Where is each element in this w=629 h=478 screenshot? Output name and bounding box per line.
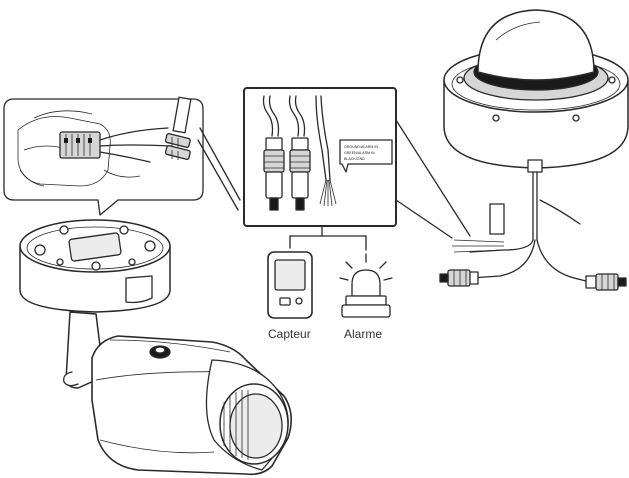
cable-detail-panel: GROUND/ALARM IN GREEN/ALARM IN BLACK/GND (243, 87, 397, 227)
alarm-wire-bundle (315, 95, 337, 207)
junction-detail-callout (3, 96, 204, 216)
sensor-label: Capteur (268, 327, 311, 341)
video-cable-2 (288, 95, 311, 211)
device-bracket (289, 225, 367, 251)
alarm-label: Alarme (344, 327, 382, 341)
dome-connector-left (439, 269, 479, 287)
mount-base (19, 219, 171, 313)
sensor-device: Capteur (267, 251, 313, 341)
callout-leader-right (395, 119, 471, 237)
bullet-camera (19, 219, 292, 476)
callout-cables (99, 96, 192, 163)
alarm-device: Alarme (339, 253, 393, 341)
wire-note-line-2: GREEN/ALARM IN (344, 151, 375, 155)
video-cable-1 (262, 95, 285, 211)
dome-camera (439, 9, 629, 291)
wire-note: GROUND/ALARM IN GREEN/ALARM IN BLACK/GND (339, 139, 393, 173)
callout-leader-left (199, 127, 241, 201)
wire-note-line-3: BLACK/GND (344, 157, 365, 161)
callout-leader-left-2 (197, 139, 239, 211)
wire-note-line-1: GROUND/ALARM IN (344, 145, 378, 149)
terminal-block (59, 131, 101, 159)
callout-leader-right-2 (395, 199, 453, 239)
dome-connector-right (585, 273, 627, 291)
